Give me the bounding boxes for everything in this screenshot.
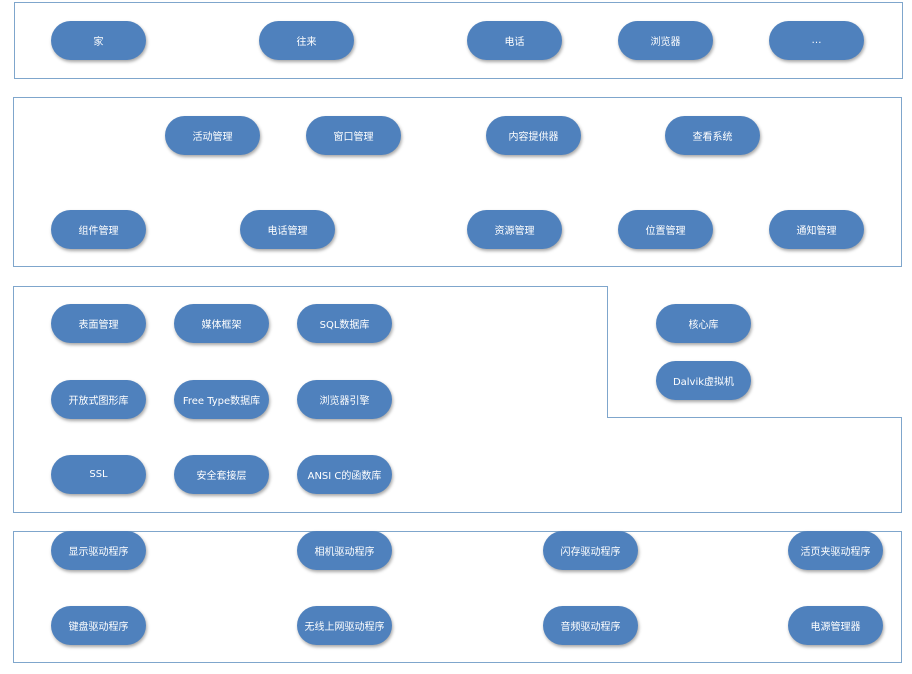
resource-manager-node: 资源管理 [467, 210, 562, 249]
wifi-driver-node: 无线上网驱动程序 [297, 606, 392, 645]
keypad-driver-node: 键盘驱动程序 [51, 606, 146, 645]
applications-layer [14, 2, 903, 79]
camera-driver-node: 相机驱动程序 [297, 531, 392, 570]
core-libraries-node: 核心库 [656, 304, 751, 343]
power-manager-node: 电源管理器 [788, 606, 883, 645]
secure-socket-node: 安全套接层 [174, 455, 269, 494]
content-provider-node: 内容提供器 [486, 116, 581, 155]
kernel-layer [13, 531, 902, 663]
webkit-node: 浏览器引擎 [297, 380, 392, 419]
binder-driver-node: 活页夹驱动程序 [788, 531, 883, 570]
dalvik-node: Dalvik虚拟机 [656, 361, 751, 400]
surface-manager-node: 表面管理 [51, 304, 146, 343]
phone-node: 电话 [467, 21, 562, 60]
window-manager-node: 窗口管理 [306, 116, 401, 155]
display-driver-node: 显示驱动程序 [51, 531, 146, 570]
audio-driver-node: 音频驱动程序 [543, 606, 638, 645]
notification-manager-node: 通知管理 [769, 210, 864, 249]
freetype-node: Free Type数据库 [174, 380, 269, 419]
opengl-node: 开放式图形库 [51, 380, 146, 419]
media-framework-node: 媒体框架 [174, 304, 269, 343]
flash-driver-node: 闪存驱动程序 [543, 531, 638, 570]
view-system-node: 查看系统 [665, 116, 760, 155]
ssl-node: SSL [51, 455, 146, 494]
telephony-manager-node: 电话管理 [240, 210, 335, 249]
activity-manager-node: 活动管理 [165, 116, 260, 155]
package-manager-node: 组件管理 [51, 210, 146, 249]
sqlite-node: SQL数据库 [297, 304, 392, 343]
contacts-node: 往来 [259, 21, 354, 60]
home-node: 家 [51, 21, 146, 60]
runtime-box [607, 286, 902, 418]
browser-node: 浏览器 [618, 21, 713, 60]
location-manager-node: 位置管理 [618, 210, 713, 249]
framework-layer [13, 97, 902, 267]
libc-node: ANSI C的函数库 [297, 455, 392, 494]
more-node: … [769, 21, 864, 60]
